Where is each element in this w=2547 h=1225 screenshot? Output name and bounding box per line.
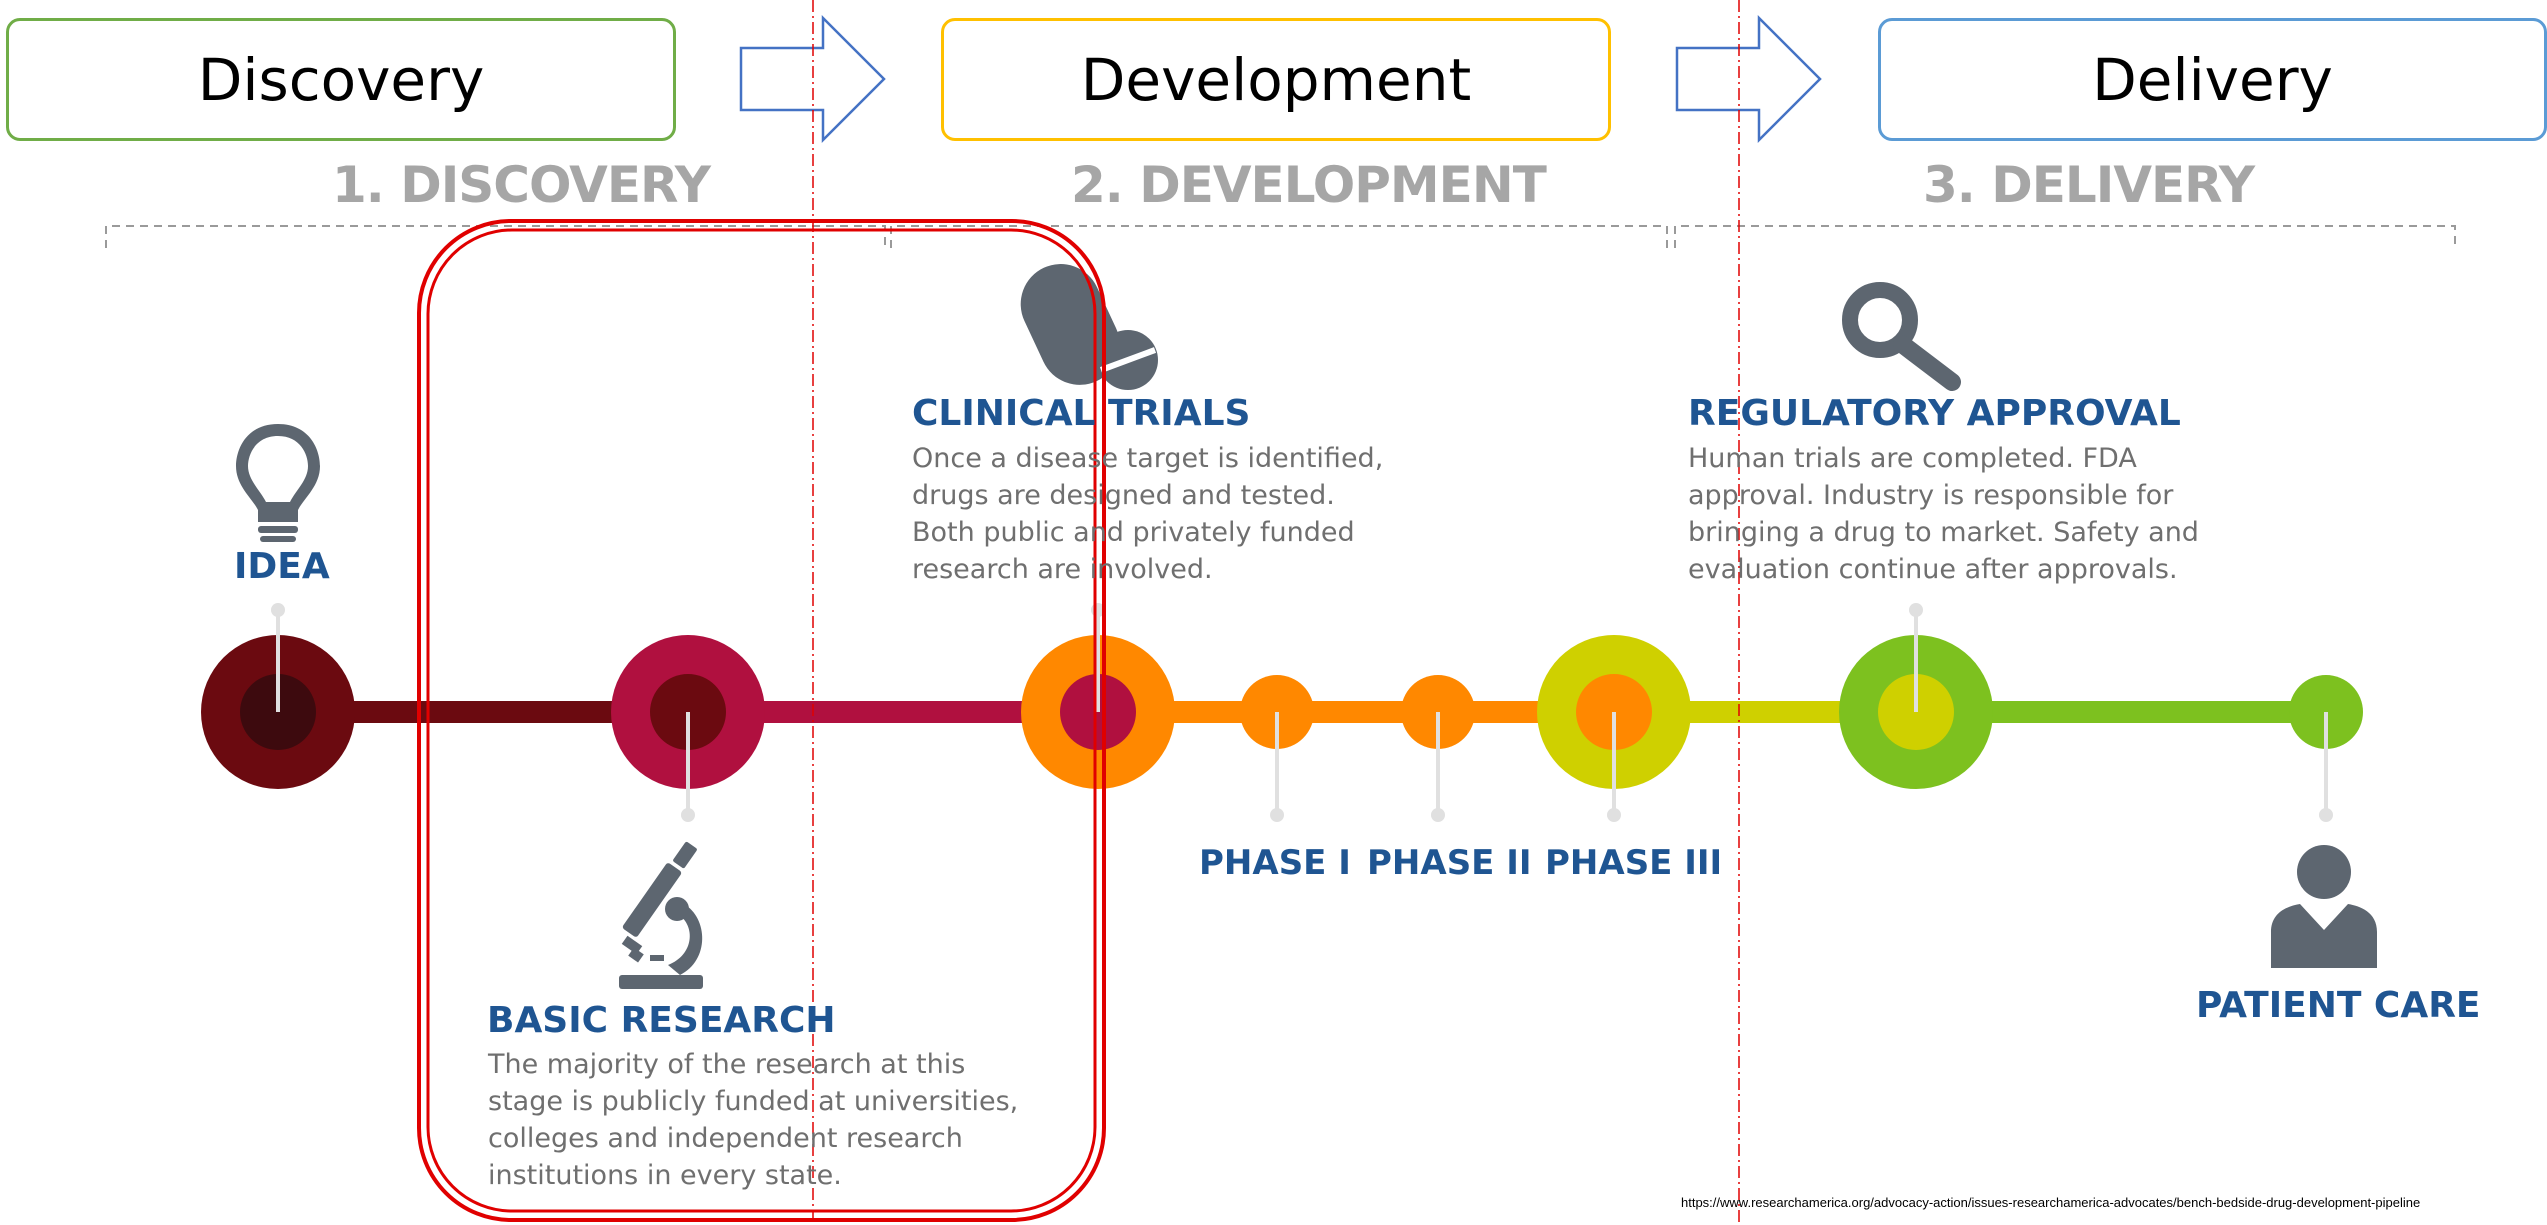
phase-2-label: PHASE II <box>1367 843 1532 883</box>
basic-research-line-2: stage is publicly funded at universities… <box>488 1086 1019 1117</box>
development-header-label: Development <box>1080 45 1472 114</box>
highlight-outer-frame <box>417 219 1106 1222</box>
regulatory-approval-title: REGULATORY APPROVAL <box>1688 393 2181 434</box>
regulatory-approval-description: Human trials are completed. FDA approval… <box>1688 440 2199 588</box>
basic-research-line-4: institutions in every state. <box>488 1160 842 1191</box>
magnifier-icon <box>1842 282 1961 391</box>
timeline-segment-orange <box>1098 701 1614 723</box>
timeline-segment-green <box>1916 701 2326 723</box>
regulatory-approval-line-3: bringing a drug to market. Safety and <box>1688 517 2199 548</box>
idea-title: IDEA <box>234 546 330 587</box>
clinical-trials-line-3: Both public and privately funded <box>912 517 1355 548</box>
clinical-trials-title: CLINICAL TRIALS <box>912 393 1251 434</box>
clinical-trials-line-4: research are involved. <box>912 554 1213 585</box>
source-url: https://www.researchamerica.org/advocacy… <box>1681 1195 2421 1210</box>
highlight-inner-frame <box>426 228 1097 1213</box>
stage-development-heading: 2. DEVELOPMENT <box>1071 156 1547 214</box>
arrow-development-to-delivery <box>1675 14 1822 144</box>
basic-research-description: The majority of the research at this sta… <box>488 1046 1018 1194</box>
discovery-header-label: Discovery <box>197 45 485 114</box>
phase-1-label: PHASE I <box>1199 843 1351 883</box>
arrow-discovery-to-development <box>739 14 886 144</box>
regulatory-approval-line-2: approval. Industry is responsible for <box>1688 480 2174 511</box>
clinical-trials-line-2: drugs are designed and tested. <box>912 480 1335 511</box>
timeline-segment-red <box>278 701 688 723</box>
stage-discovery-heading: 1. DISCOVERY <box>332 156 711 214</box>
stage-delivery-heading: 3. DELIVERY <box>1923 156 2255 214</box>
patient-care-title: PATIENT CARE <box>2196 985 2481 1026</box>
clinical-trials-description: Once a disease target is identified, dru… <box>912 440 1383 588</box>
delivery-header-label: Delivery <box>2092 45 2333 114</box>
clinical-trials-line-1: Once a disease target is identified, <box>912 443 1384 474</box>
development-header-box: Development <box>941 18 1611 141</box>
discovery-header-box: Discovery <box>6 18 676 141</box>
stage-brackets <box>105 225 2456 248</box>
basic-research-line-3: colleges and independent research <box>488 1123 963 1154</box>
connector-pins <box>271 603 2333 822</box>
person-icon <box>2271 845 2377 968</box>
timeline-segment-crimson <box>688 701 1098 723</box>
basic-research-title: BASIC RESEARCH <box>487 1000 836 1041</box>
delivery-header-box: Delivery <box>1878 18 2547 141</box>
regulatory-approval-line-1: Human trials are completed. FDA <box>1688 443 2137 474</box>
phase-3-label: PHASE III <box>1545 843 1723 883</box>
lightbulb-icon <box>236 424 320 542</box>
basic-research-line-1: The majority of the research at this <box>488 1049 966 1080</box>
microscope-icon <box>619 841 703 989</box>
regulatory-approval-line-4: evaluation continue after approvals. <box>1688 554 2178 585</box>
